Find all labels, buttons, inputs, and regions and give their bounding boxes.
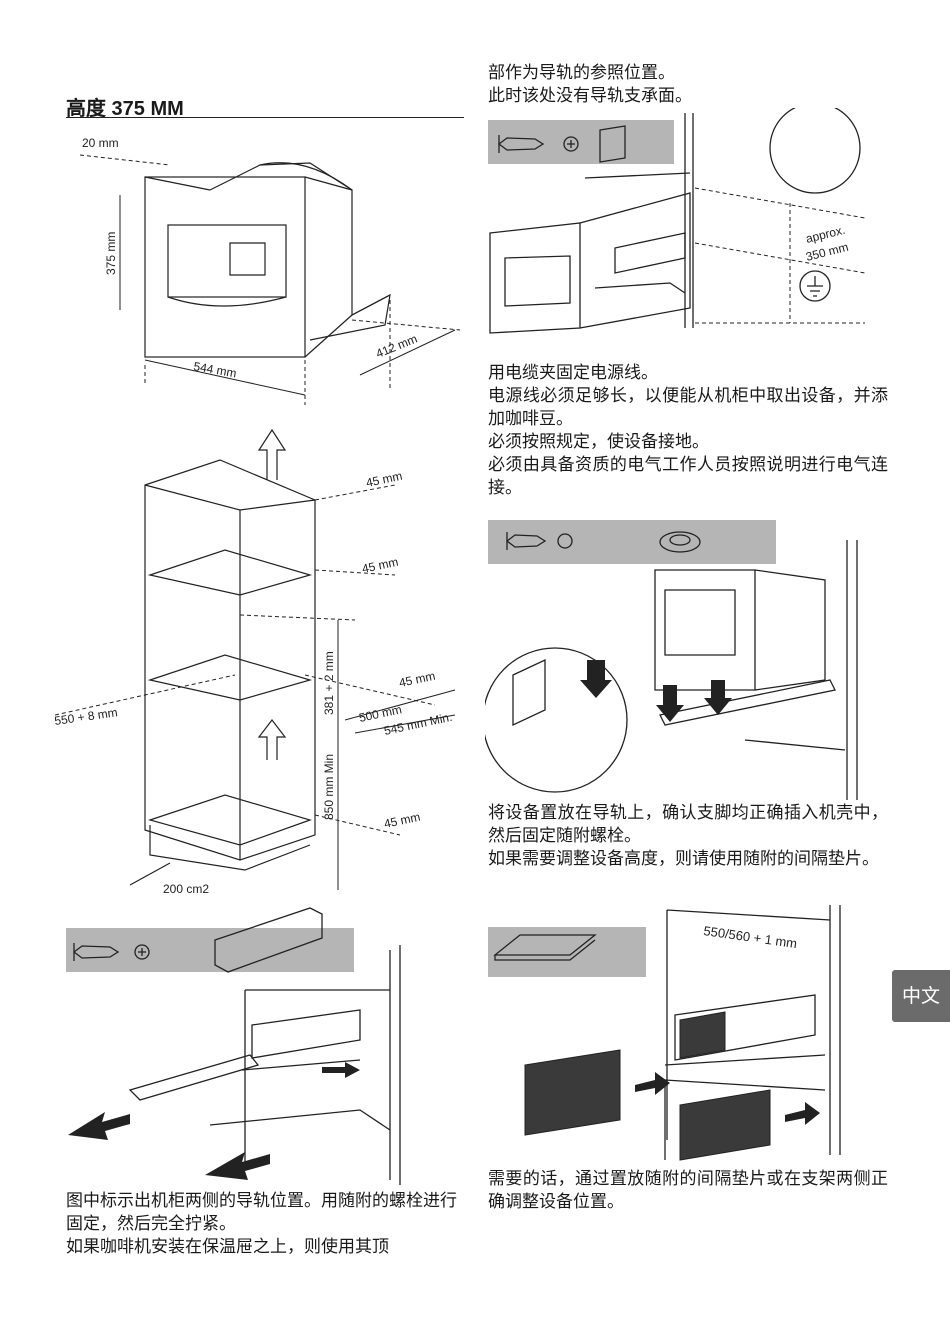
cable-line-4: 必须由具备资质的电气工作人员按照说明进行电气连接。 <box>488 455 888 498</box>
clip-washer-icon <box>563 136 579 152</box>
clip-screw-icon <box>497 135 545 153</box>
parts-toolbar-clip <box>488 120 674 164</box>
left-instructions: 图中标示出机柜两侧的导轨位置。用随附的螺栓进行固定，然后完全拧紧。 如果咖啡机安… <box>66 1190 464 1259</box>
cable-line-2: 电源线必须足够长，以便能从机柜中取出设备，并添加咖啡豆。 <box>488 386 888 429</box>
dim-ventilation: 200 cm2 <box>163 882 209 896</box>
right-intro: 部作为导轨的参照位置。 此时该处没有导轨支承面。 <box>488 62 888 108</box>
insert-arrow-2-icon <box>785 1102 820 1125</box>
dim-spacer-width: 550/560 + 1 mm <box>703 923 798 951</box>
placement-screw-icon <box>505 532 547 550</box>
placement-line-2: 如果需要调整设备高度，则请使用随附的间隔垫片。 <box>488 849 879 869</box>
left-para-2: 如果咖啡机安装在保温屉之上，则使用其顶 <box>66 1237 389 1257</box>
machine-dimension-figure: 20 mm 375 mm 544 mm 412 mm <box>79 136 461 405</box>
cable-instructions: 用电缆夹固定电源线。 电源线必须足够长，以便能从机柜中取出设备，并添加咖啡豆。 … <box>488 362 888 500</box>
down-arrow-3-icon <box>704 680 732 715</box>
ground-symbol-icon <box>799 270 831 302</box>
dim-550mm: 550 + 8 mm <box>55 705 119 728</box>
dim-412mm: 412 mm <box>374 332 419 361</box>
cabinet-niche-figure: 45 mm 45 mm 45 mm 500 mm 545 mm Min. 550… <box>55 428 456 896</box>
dim-bottom-45mm: 45 mm <box>383 810 422 831</box>
dim-850mm-min: 850 mm Min <box>322 754 336 820</box>
dim-381mm: 381 + 2 mm <box>322 651 336 715</box>
dim-20mm: 20 mm <box>82 136 119 150</box>
title-rule <box>66 117 464 118</box>
pull-arrow-left-icon <box>68 1112 130 1140</box>
left-para-1: 图中标示出机柜两侧的导轨位置。用随附的螺栓进行固定，然后完全拧紧。 <box>66 1191 457 1234</box>
dim-375mm: 375 mm <box>104 232 118 275</box>
spacer-panel-2 <box>679 1089 771 1161</box>
language-tab[interactable]: 中文 <box>892 970 950 1022</box>
dim-544mm: 544 mm <box>192 359 237 380</box>
spacer-plate-icon <box>493 934 597 956</box>
cable-line-3: 必须按照规定，使设备接地。 <box>488 432 709 452</box>
device-placement-figure <box>485 531 858 800</box>
cable-clip-figure: approx. 350 mm <box>489 108 866 334</box>
screw-icon <box>72 943 120 961</box>
washer-icon <box>134 944 150 960</box>
spacer-ring-icon <box>659 531 701 553</box>
spacer-line-1: 需要的话，通过置放随附的间隔垫片或在支架两侧正确调整设备位置。 <box>488 1169 888 1212</box>
pull-arrow-bottom-icon <box>205 1152 270 1180</box>
intro-line-2: 此时该处没有导轨支承面。 <box>488 86 692 106</box>
placement-instructions: 将设备置放在导轨上，确认支脚均正确插入机壳中，然后固定随附螺栓。 如果需要调整设… <box>488 802 888 871</box>
down-arrow-1-icon <box>580 660 612 698</box>
spacer-panel-1 <box>524 1049 621 1136</box>
dim-shelf-45mm: 45 mm <box>361 555 400 576</box>
placement-washer-icon <box>557 533 573 549</box>
rails-install-figure <box>68 907 401 1185</box>
down-arrow-2-icon <box>656 685 684 722</box>
intro-line-1: 部作为导轨的参照位置。 <box>488 63 675 83</box>
parts-toolbar-spacer <box>488 520 776 564</box>
cable-line-1: 用电缆夹固定电源线。 <box>488 363 658 383</box>
section-title: 高度 375 MM <box>66 98 184 120</box>
spacer-adjust-figure: 550/560 + 1 mm <box>493 905 841 1161</box>
rail-icon <box>214 907 323 973</box>
push-arrow-icon <box>322 1062 360 1078</box>
spacer-instructions: 需要的话，通过置放随附的间隔垫片或在支架两侧正确调整设备位置。 <box>488 1168 888 1214</box>
placement-line-1: 将设备置放在导轨上，确认支脚均正确插入机壳中，然后固定随附螺栓。 <box>488 803 888 846</box>
dim-side-45mm: 45 mm <box>398 669 437 690</box>
cable-clip-icon <box>599 125 626 163</box>
insert-arrow-1-icon <box>635 1072 670 1095</box>
